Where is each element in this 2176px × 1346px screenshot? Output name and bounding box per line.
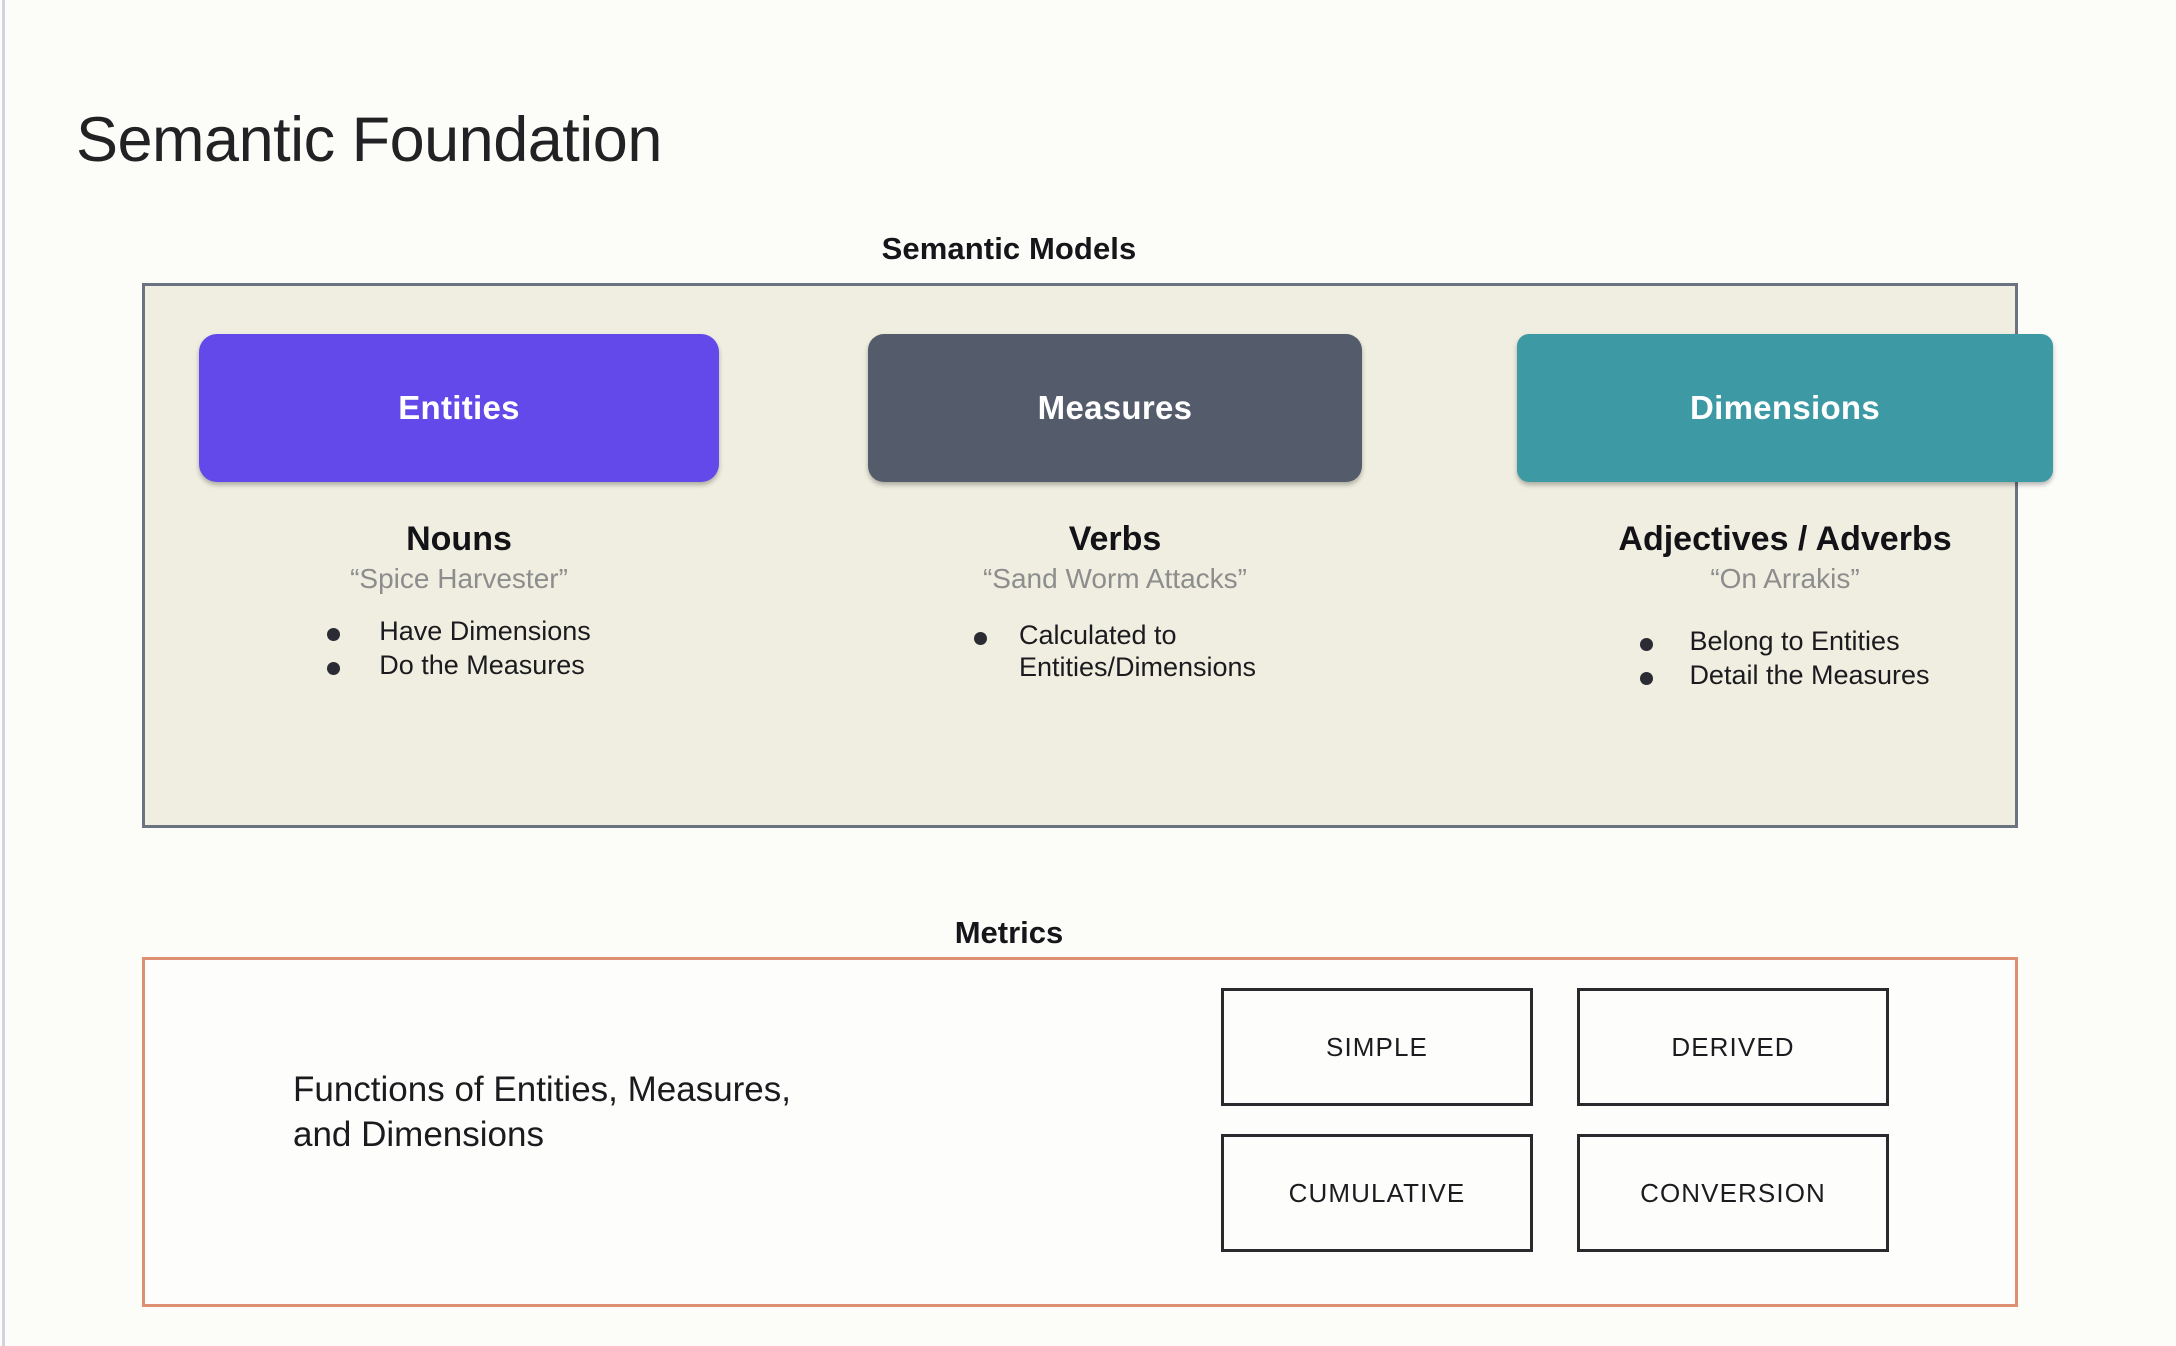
bullet-dot-icon [1640, 672, 1654, 686]
list-item-label: Detail the Measures [1689, 660, 1930, 691]
entities-part-of-speech: Nouns [406, 520, 512, 558]
bullet-dot-icon [327, 662, 341, 676]
measures-chip[interactable]: Measures [868, 334, 1362, 482]
semantic-models-columns: Entities Nouns “Spice Harvester” Have Di… [145, 286, 2053, 825]
metric-type-cumulative[interactable]: CUMULATIVE [1221, 1134, 1533, 1252]
semantic-models-heading: Semantic Models [881, 231, 1137, 266]
semantic-model-column-dimensions: Dimensions Adjectives / Adverbs “On Arra… [1517, 334, 2053, 694]
semantic-models-panel: Entities Nouns “Spice Harvester” Have Di… [142, 283, 2053, 828]
list-item-label: Have Dimensions [379, 616, 591, 647]
metric-type-grid: SIMPLE DERIVED CUMULATIVE CONVERSION [1221, 988, 1889, 1252]
page-title: Semantic Foundation [76, 105, 662, 176]
metric-type-conversion[interactable]: CONVERSION [1577, 1134, 1889, 1252]
list-item: Do the Measures [327, 650, 591, 682]
bullet-dot-icon [973, 632, 987, 646]
measures-example: “Sand Worm Attacks” [982, 562, 1247, 594]
list-item: Detail the Measures [1640, 660, 1930, 692]
bullet-dot-icon [327, 628, 341, 642]
metrics-panel: Functions of Entities, Measures, and Dim… [142, 957, 2018, 1307]
list-item-label: Do the Measures [379, 650, 585, 681]
dimensions-bullet-list: Belong to Entities Detail the Measures [1640, 626, 1930, 693]
slide-left-edge-rule [2, 0, 5, 1346]
metrics-heading: Metrics [954, 915, 1064, 950]
list-item: Have Dimensions [327, 616, 591, 648]
list-item: Calculated to Entities/Dimensions [973, 620, 1257, 683]
dimensions-example: “On Arrakis” [1710, 562, 1860, 594]
entities-bullet-list: Have Dimensions Do the Measures [327, 616, 591, 683]
metric-type-simple[interactable]: SIMPLE [1221, 988, 1533, 1106]
measures-part-of-speech: Verbs [1068, 520, 1162, 558]
metrics-description: Functions of Entities, Measures, and Dim… [293, 1070, 791, 1154]
list-item: Belong to Entities [1640, 626, 1929, 658]
semantic-model-column-measures: Measures Verbs “Sand Worm Attacks” Calcu… [835, 334, 1395, 686]
entities-example: “Spice Harvester” [350, 562, 568, 594]
measures-bullet-list: Calculated to Entities/Dimensions [973, 620, 1257, 685]
dimensions-chip[interactable]: Dimensions [1517, 334, 2053, 482]
metric-type-derived[interactable]: DERIVED [1577, 988, 1889, 1106]
list-item-label: Calculated to Entities/Dimensions [1018, 620, 1257, 683]
dimensions-part-of-speech: Adjectives / Adverbs [1618, 520, 1952, 558]
entities-chip[interactable]: Entities [199, 334, 719, 482]
bullet-dot-icon [1640, 638, 1654, 652]
list-item-label: Belong to Entities [1689, 626, 1900, 657]
semantic-model-column-entities: Entities Nouns “Spice Harvester” Have Di… [199, 334, 719, 684]
